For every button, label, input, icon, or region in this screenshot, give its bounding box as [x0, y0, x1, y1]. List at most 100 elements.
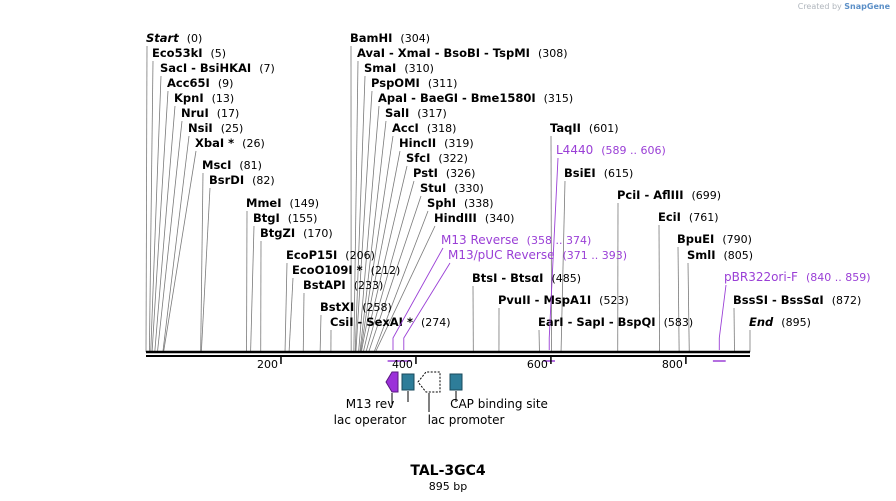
site-label-msci[interactable]: MscI(81): [202, 158, 262, 172]
site-name-btgzi: BtgZI: [260, 226, 295, 240]
primer-label-l4440[interactable]: L4440(589 .. 606): [556, 143, 666, 157]
site-leader-bsiei: [560, 180, 566, 353]
site-label-eari-sapi-bspqi[interactable]: EarI - SapI - BspQI(583): [538, 315, 693, 329]
site-label-start[interactable]: Start(0): [146, 31, 202, 45]
site-leader-sfci: [362, 165, 408, 353]
site-position-bsiei: (615): [604, 167, 634, 180]
site-name-mmei: MmeI: [246, 196, 282, 210]
site-leader-start: [145, 45, 148, 353]
site-label-sphi[interactable]: SphI(338): [427, 196, 494, 210]
site-label-hindiii[interactable]: HindIII(340): [434, 211, 514, 225]
site-label-nrui[interactable]: NruI(17): [181, 106, 239, 120]
site-label-mmei[interactable]: MmeI(149): [246, 196, 319, 210]
site-label-xbai[interactable]: XbaI * (26): [195, 136, 265, 150]
site-position-eco53ki: (5): [211, 47, 227, 60]
site-label-bsssi-bsss-i[interactable]: BssSI - BssSαI(872): [733, 293, 861, 307]
primer-name-pbr322ori-f: pBR322ori-F: [724, 270, 798, 284]
site-position-psti: (326): [446, 167, 476, 180]
primer-label-pbr322ori-f[interactable]: pBR322ori-F (840 .. 859): [724, 270, 871, 284]
site-position-nrui: (17): [217, 107, 240, 120]
site-label-btsi-bts-i[interactable]: BtsI - BtsαI(485): [472, 271, 581, 285]
site-label-hincii[interactable]: HincII(319): [399, 136, 474, 150]
site-position-bpuei: (790): [722, 233, 752, 246]
site-label-bamhi[interactable]: BamHI(304): [350, 31, 430, 45]
site-label-kpni[interactable]: KpnI(13): [174, 91, 234, 105]
lac-operator-box[interactable]: [401, 373, 415, 391]
site-name-bsiei: BsiEI: [564, 166, 596, 180]
site-label-ecoo109i[interactable]: EcoO109I *(212): [292, 263, 400, 277]
site-name-taqii: TaqII: [550, 121, 581, 135]
site-name-acci: AccI: [392, 121, 419, 135]
site-name-bstxi: BstXI: [320, 300, 354, 314]
site-position-bstapi: (233): [354, 279, 384, 292]
site-label-bstxi[interactable]: BstXI(258): [320, 300, 392, 314]
site-name-sali: SalI: [385, 106, 409, 120]
site-name-end: End: [749, 315, 774, 329]
site-leader-saci-bsihkai: [150, 75, 162, 353]
site-label-bsrdi[interactable]: BsrDI(82): [209, 173, 275, 187]
site-label-sali[interactable]: SalI(317): [385, 106, 447, 120]
site-label-apai-baegi-bme1580i[interactable]: ApaI - BaeGI - Bme1580I(315): [378, 91, 573, 105]
site-label-btgi[interactable]: BtgI(155): [253, 211, 317, 225]
primer-range-pbr322ori-f: (840 .. 859): [806, 271, 871, 284]
site-position-bsrdi: (82): [252, 174, 275, 187]
m13-rev-arrow[interactable]: [385, 371, 399, 393]
site-leader-pspomi: [355, 90, 373, 353]
site-name-ecoo109i: EcoO109I *: [292, 263, 363, 277]
site-label-smli[interactable]: SmlI(805): [687, 248, 753, 262]
site-name-xbai: XbaI *: [195, 136, 234, 150]
site-leader-ecii: [658, 224, 660, 353]
primer-leader-pbr322ori-f: [718, 284, 727, 350]
restriction-sites: Start(0)Eco53kI(5)SacI - BsiHKAI(7)Acc65…: [146, 31, 861, 329]
primer-name-l4440: L4440: [556, 143, 593, 157]
site-label-eco53ki[interactable]: Eco53kI(5): [152, 46, 226, 60]
site-leader-smli: [687, 262, 690, 353]
site-leader-xbai: [163, 150, 197, 353]
site-label-nsii[interactable]: NsiI(25): [188, 121, 243, 135]
site-label-bpuei[interactable]: BpuEI(790): [677, 232, 752, 246]
site-label-saci-bsihkai[interactable]: SacI - BsiHKAI(7): [160, 61, 275, 75]
snapgene-logo: SnapGene: [844, 2, 890, 11]
site-name-pspomi: PspOMI: [371, 76, 420, 90]
site-leader-bpuei: [677, 246, 680, 353]
site-label-bsiei[interactable]: BsiEI (615): [564, 166, 633, 180]
site-label-taqii[interactable]: TaqII(601): [550, 121, 619, 135]
site-position-nsii: (25): [221, 122, 244, 135]
primer-range-m13-reverse: (358 .. 374): [527, 234, 592, 247]
site-label-pvuii-mspa1i[interactable]: PvuII - MspA1I(523): [498, 293, 629, 307]
site-label-pcii-afliii[interactable]: PciI - AflIII(699): [617, 188, 721, 202]
site-label-stui[interactable]: StuI(330): [420, 181, 484, 195]
site-name-saci-bsihkai: SacI - BsiHKAI: [160, 61, 251, 75]
site-label-csii-sexai[interactable]: CsiI - SexAI *(274): [330, 315, 451, 329]
site-position-xbai: (26): [242, 137, 265, 150]
site-label-smai[interactable]: SmaI(310): [364, 61, 434, 75]
site-label-avai-xmai-bsobi-tspmi[interactable]: AvaI - XmaI - BsoBI - TspMI(308): [357, 46, 568, 60]
site-name-bamhi: BamHI: [350, 31, 392, 45]
site-label-sfci[interactable]: SfcI(322): [406, 151, 468, 165]
site-label-btgzi[interactable]: BtgZI (170): [260, 226, 333, 240]
site-label-pspomi[interactable]: PspOMI(311): [371, 76, 457, 90]
site-label-psti[interactable]: PstI(326): [413, 166, 475, 180]
ruler-label-600: 600: [527, 358, 548, 371]
primer-label-m13-puc-reverse[interactable]: M13/pUC Reverse(371 .. 393): [448, 248, 627, 262]
site-position-bsssi-bsss-i: (872): [832, 294, 862, 307]
site-leader-acci: [360, 135, 394, 353]
site-label-ecop15i[interactable]: EcoP15I(206): [286, 248, 375, 262]
site-leader-psti: [365, 180, 415, 353]
primer-label-m13-reverse[interactable]: M13 Reverse(358 .. 374): [441, 233, 591, 247]
site-leader-acc65i: [151, 90, 169, 353]
site-label-bstapi[interactable]: BstAPI(233): [303, 278, 383, 292]
site-label-acc65i[interactable]: Acc65I(9): [167, 76, 233, 90]
site-position-btgzi: (170): [303, 227, 333, 240]
site-label-end[interactable]: End(895): [749, 315, 811, 329]
site-label-acci[interactable]: AccI(318): [392, 121, 456, 135]
site-name-sphi: SphI: [427, 196, 456, 210]
site-position-smai: (310): [404, 62, 434, 75]
site-position-smli: (805): [724, 249, 754, 262]
lac-promoter-arrow[interactable]: [417, 371, 441, 393]
cap-binding-site-box[interactable]: [449, 373, 463, 391]
site-label-ecii[interactable]: EciI(761): [658, 210, 719, 224]
site-leader-hindiii: [375, 225, 436, 353]
site-name-pvuii-mspa1i: PvuII - MspA1I: [498, 293, 591, 307]
